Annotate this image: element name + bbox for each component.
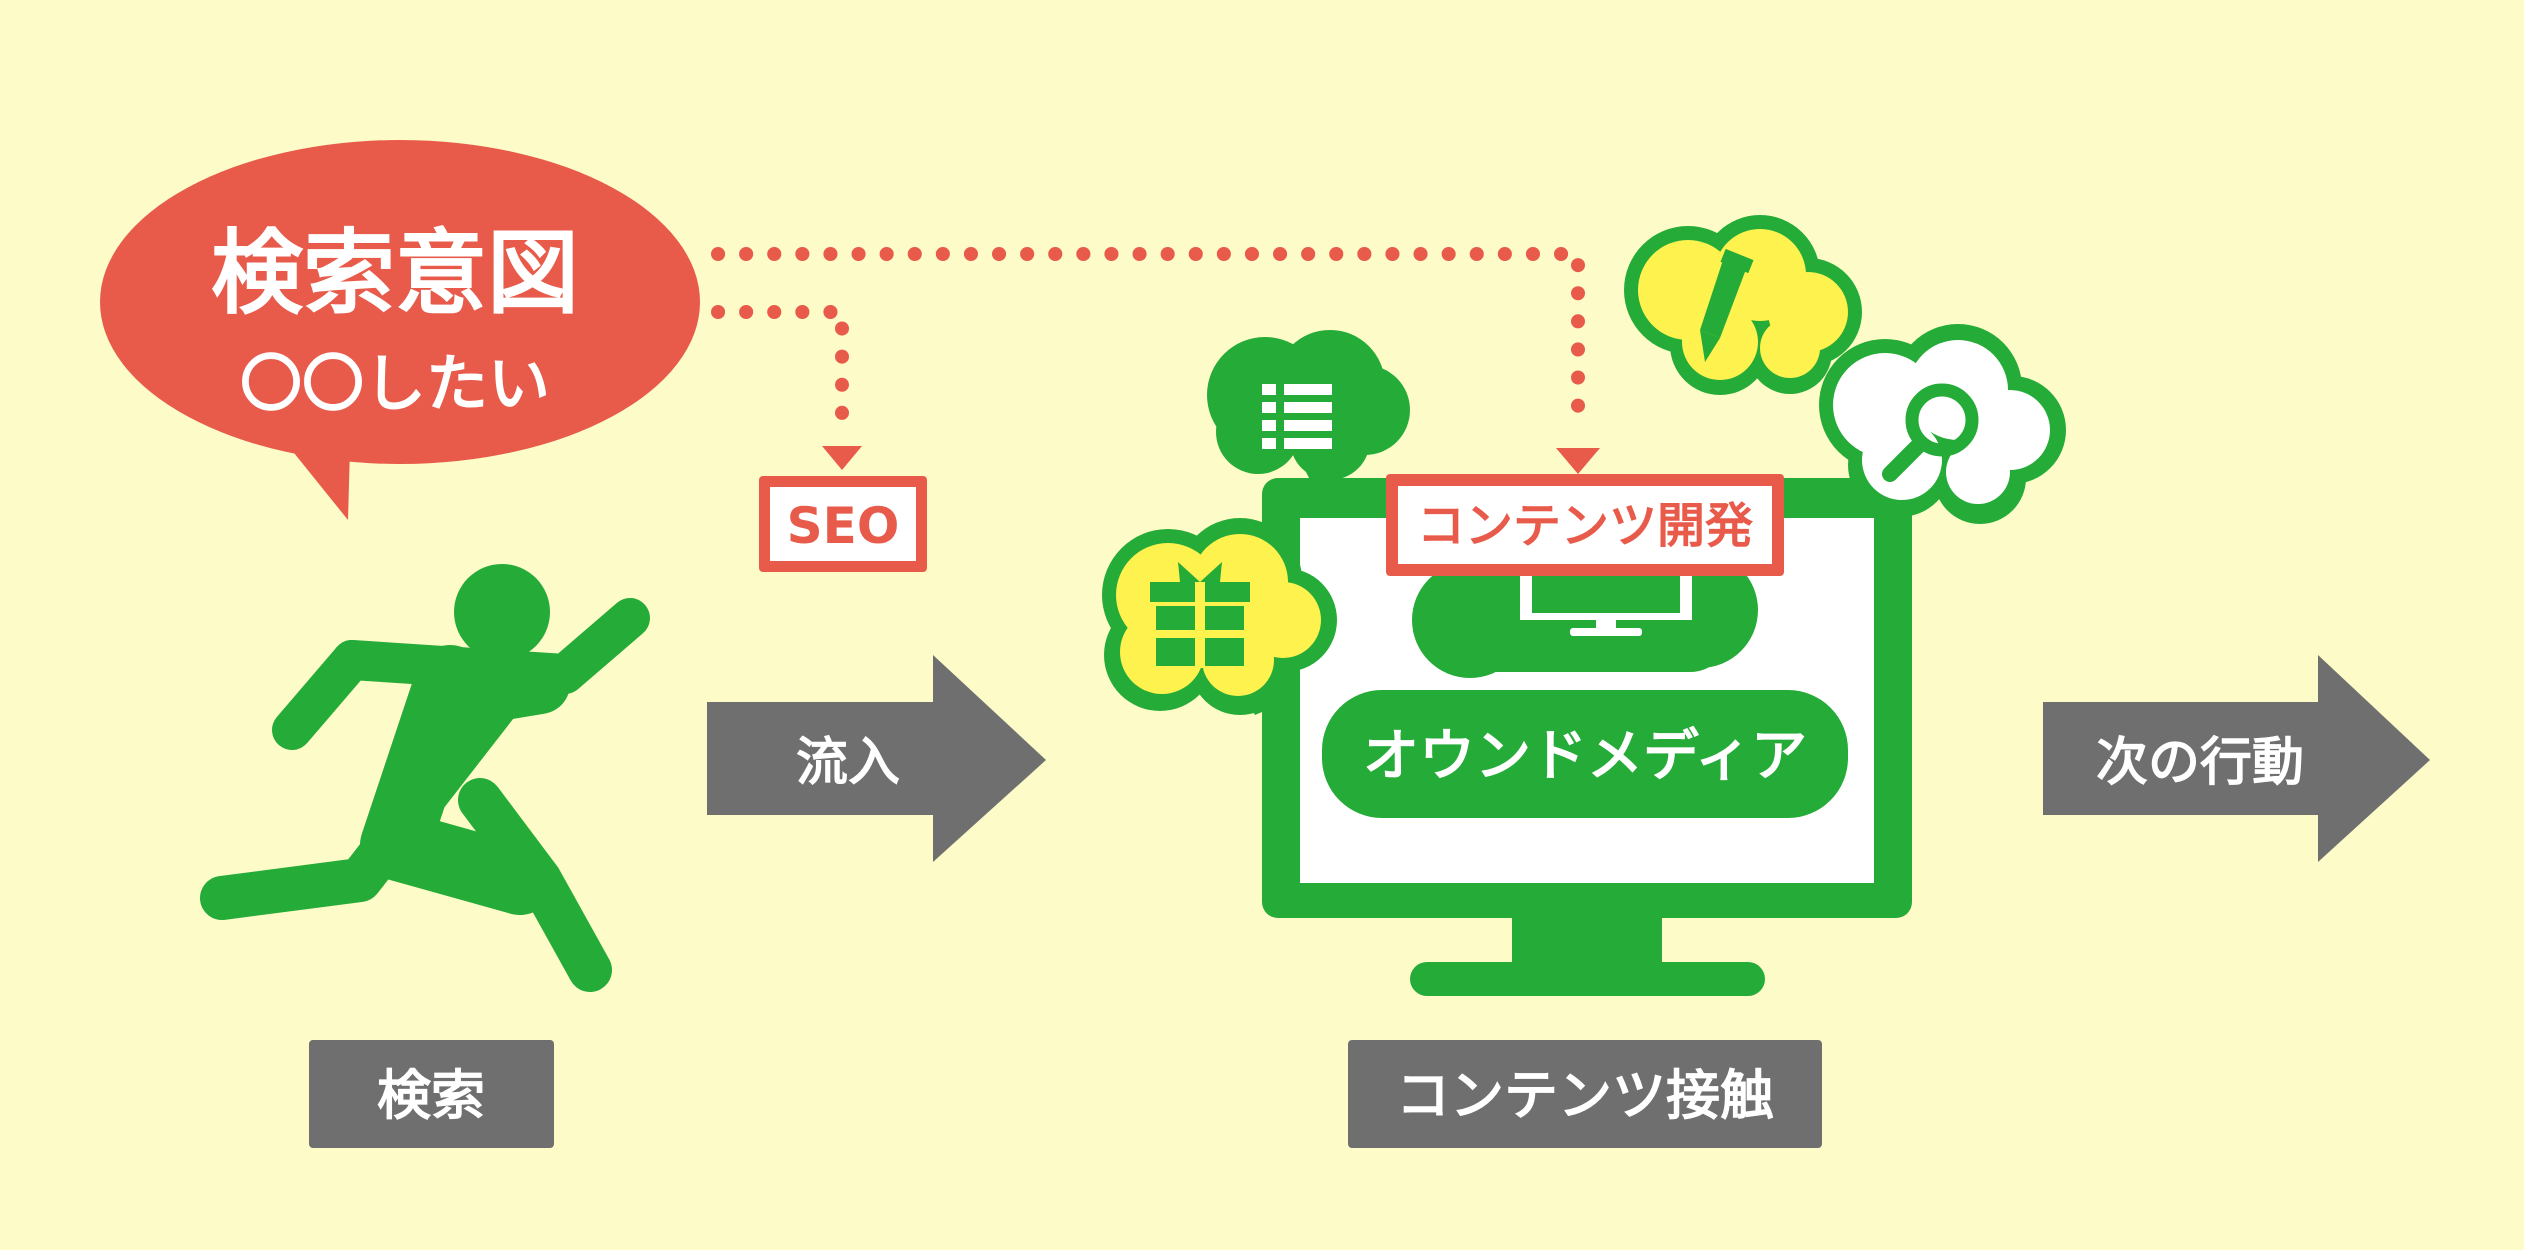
list-icon-cloud xyxy=(1207,330,1410,480)
owned-media-label: オウンドメディア xyxy=(1363,724,1807,789)
content-contact-caption: コンテンツ接触 xyxy=(1348,1040,1822,1148)
pen-icon-cloud xyxy=(1624,215,1862,395)
owned-media-pill xyxy=(1322,690,1848,818)
magnifier-icon-cloud xyxy=(1819,324,2066,524)
monitor-neck xyxy=(1512,918,1662,966)
bubble-tail xyxy=(290,448,350,520)
inflow-label: 流入 xyxy=(796,733,900,793)
magnifier-icon xyxy=(1882,383,1979,482)
inflow-arrow: 流入 xyxy=(707,655,1046,862)
search-caption-label: 検索 xyxy=(377,1064,485,1127)
connector-to-content-dev xyxy=(711,247,1585,439)
content-dev-label: コンテンツ開発 xyxy=(1417,498,1754,554)
bubble-body xyxy=(100,140,700,464)
content-contact-caption-label: コンテンツ接触 xyxy=(1396,1064,1774,1127)
next-action-label: 次の行動 xyxy=(2096,733,2304,793)
bubble-title: 検索意図 xyxy=(211,220,579,327)
list-icon xyxy=(1262,384,1332,449)
bubble-subtitle: 〇〇したい xyxy=(240,347,550,420)
seo-tag: SEO xyxy=(759,476,927,572)
monitor-stand xyxy=(1410,962,1765,996)
search-intent-bubble: 検索意図 〇〇したい xyxy=(100,140,700,520)
seo-label: SEO xyxy=(787,497,900,555)
monitor: オウンドメディア xyxy=(1262,478,1912,996)
pen-icon xyxy=(1700,248,1754,362)
running-person-icon xyxy=(200,564,650,992)
content-dev-tag: コンテンツ開発 xyxy=(1386,474,1784,576)
dotted-connectors xyxy=(711,247,1585,447)
gift-icon-cloud xyxy=(1102,518,1337,715)
search-caption: 検索 xyxy=(309,1040,554,1148)
seo-arrowhead xyxy=(822,446,862,470)
next-action-arrow: 次の行動 xyxy=(2043,655,2430,862)
content-dev-arrowhead xyxy=(1556,448,1600,474)
